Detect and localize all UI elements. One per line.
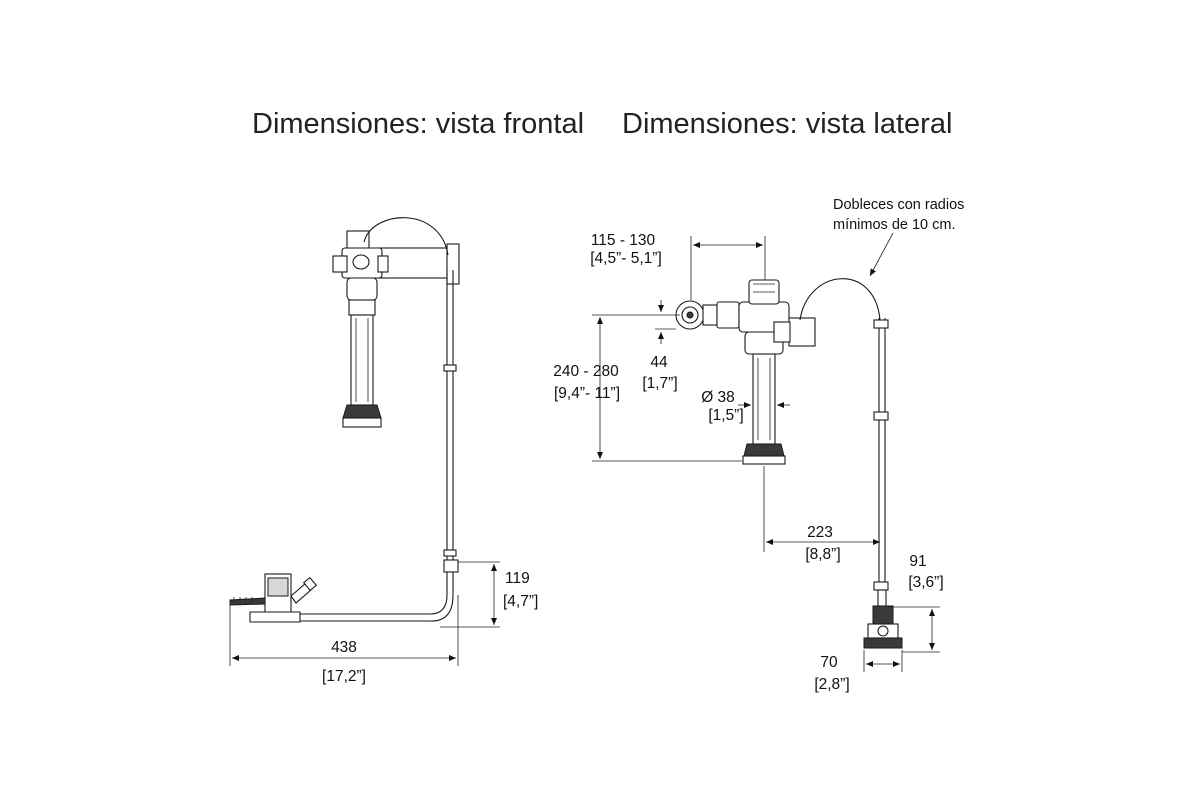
side-view-drawing [675, 278, 903, 649]
side-height-dimension: 240 - 280 [9,4”- 11”] [553, 314, 742, 462]
distance-dimension: 223 [8,8”] [763, 466, 880, 563]
distance-mm: 223 [807, 524, 833, 541]
front-width-mm: 438 [331, 639, 357, 656]
distance-in: [8,8”] [805, 546, 840, 563]
pedal-width-mm: 70 [820, 654, 838, 671]
diameter-in: [1,5”] [708, 407, 743, 424]
front-height-mm: 119 [505, 570, 530, 587]
note-line-2: mínimos de 10 cm. [833, 217, 956, 233]
pedal-width-in: [2,8”] [814, 676, 849, 693]
offset-in: [4,5”- 5,1”] [590, 250, 662, 267]
side-height-in: [9,4”- 11”] [554, 385, 620, 402]
pedal-height-in: [3,6”] [908, 574, 943, 591]
side-view-title: Dimensiones: vista lateral [622, 108, 952, 140]
front-view-drawing [229, 217, 460, 623]
side-height-mm: 240 - 280 [553, 363, 619, 380]
pedal-height-dimension: 91 [3,6”] [888, 553, 944, 653]
offset-mm: 115 - 130 [591, 232, 656, 249]
front-height-in: [4,7”] [503, 593, 538, 610]
diameter-dimension: Ø 38 [1,5”] [701, 389, 790, 424]
diameter-mm: Ø 38 [701, 389, 735, 406]
note-line-1: Dobleces con radios [833, 197, 964, 213]
inlet-mm: 44 [650, 354, 668, 371]
front-height-dimension: 119 [4,7”] [440, 561, 538, 628]
front-view-title: Dimensiones: vista frontal [252, 108, 584, 140]
front-width-in: [17,2”] [322, 668, 366, 685]
inlet-in: [1,7”] [642, 375, 677, 392]
inlet-dimension: 44 [1,7”] [642, 300, 678, 392]
bend-radius-note: Dobleces con radios mínimos de 10 cm. [833, 197, 964, 277]
pedal-height-mm: 91 [909, 553, 926, 570]
pedal-width-dimension: 70 [2,8”] [814, 650, 903, 693]
front-width-dimension: 438 [17,2”] [229, 595, 459, 685]
offset-dimension: 115 - 130 [4,5”- 5,1”] [590, 232, 766, 300]
